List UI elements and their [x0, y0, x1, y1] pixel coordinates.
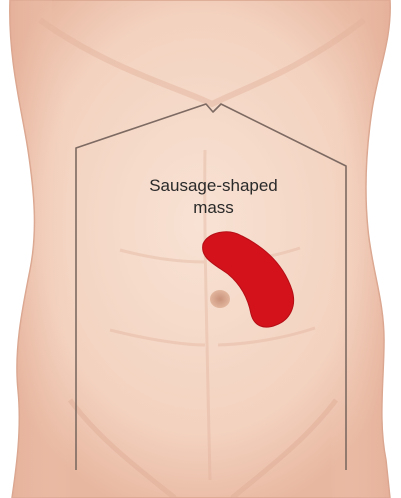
mass-label-line-2: mass: [13, 198, 401, 218]
mass-label-line-1: Sausage-shaped: [13, 176, 401, 196]
umbilicus: [210, 290, 230, 308]
